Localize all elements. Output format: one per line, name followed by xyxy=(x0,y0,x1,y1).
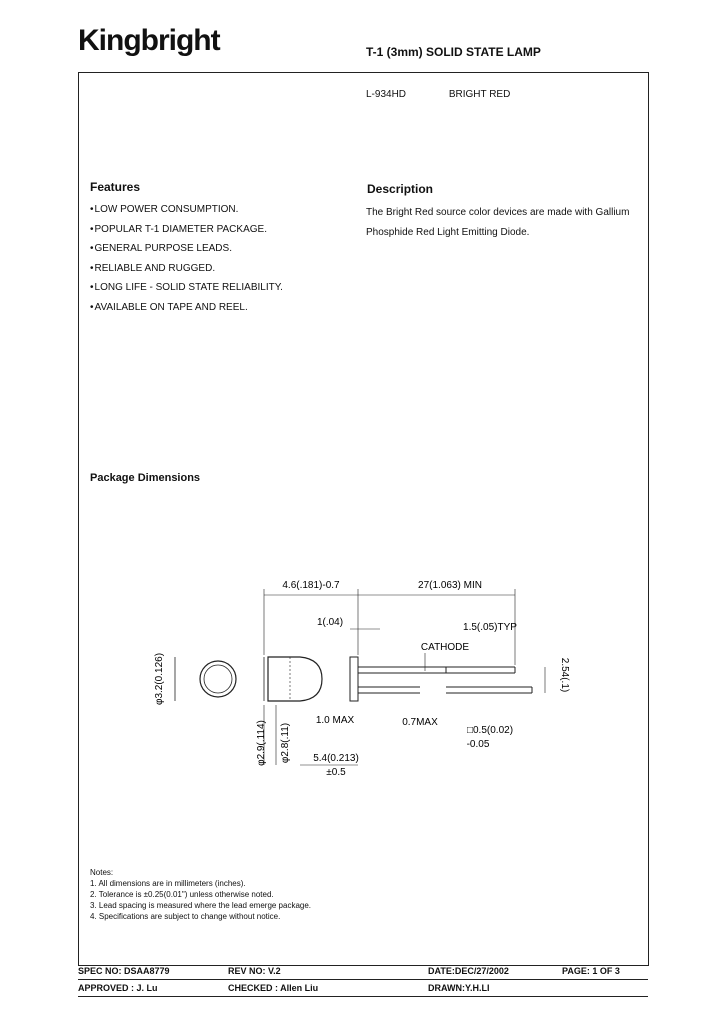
description-heading: Description xyxy=(367,182,434,196)
drawn-by: DRAWN:Y.H.LI xyxy=(428,983,490,993)
footer-row-2: APPROVED : J. Lu CHECKED : Allen Liu DRA… xyxy=(78,983,648,997)
dim-d13: φ2.8(.11) xyxy=(280,723,291,763)
led-body-side xyxy=(267,656,323,702)
part-info: L-934HD BRIGHT RED xyxy=(366,89,510,100)
features-list: LOW POWER CONSUMPTION. POPULAR T-1 DIAME… xyxy=(90,200,283,317)
page-number: PAGE: 1 OF 3 xyxy=(562,966,620,976)
dim-d5: CATHODE xyxy=(421,642,469,653)
dim-d12: φ2.9(.114) xyxy=(256,720,267,766)
dim-d9: □0.5(0.02) xyxy=(467,725,513,736)
dim-d2: 27(1.063) MIN xyxy=(418,580,482,591)
checked-by: CHECKED : Allen Liu xyxy=(228,983,319,993)
note-item: 3. Lead spacing is measured where the le… xyxy=(90,901,312,910)
description-text: The Bright Red source color devices are … xyxy=(366,207,630,238)
front-view-circle xyxy=(199,660,237,698)
dim-d10: -0.05 xyxy=(467,739,490,750)
dim-d4: 1.5(.05)TYP xyxy=(463,622,517,633)
package-heading: Package Dimensions xyxy=(90,472,201,484)
approved-by: APPROVED : J. Lu xyxy=(78,983,158,993)
package-dimension-drawing: φ3.2(0.126) 4.6(.181)-0.7 27(1.063) MIN … xyxy=(154,580,570,775)
notes-section: Notes: 1. All dimensions are in millimet… xyxy=(90,867,311,922)
dim-d6: φ3.2(0.126) xyxy=(154,653,165,705)
dim-d7: 1.0 MAX xyxy=(316,715,355,726)
front-view-inner-circle xyxy=(203,664,233,694)
feature-item: GENERAL PURPOSE LEADS. xyxy=(90,239,283,259)
footer-bottom-divider xyxy=(78,996,648,997)
note-item: 1. All dimensions are in millimeters (in… xyxy=(90,879,246,888)
note-item: 4. Specifications are subject to change … xyxy=(90,912,281,921)
feature-item: AVAILABLE ON TAPE AND REEL. xyxy=(90,298,283,318)
dim-d1: 4.6(.181)-0.7 xyxy=(282,580,340,591)
document-title: T-1 (3mm) SOLID STATE LAMP xyxy=(366,45,541,59)
brand-logo: Kingbright xyxy=(78,24,221,57)
dim-d11: 2.54(.1) xyxy=(559,658,570,692)
notes-heading: Notes: xyxy=(90,868,114,877)
feature-item: LOW POWER CONSUMPTION. xyxy=(90,200,283,220)
feature-item: LONG LIFE - SOLID STATE RELIABILITY. xyxy=(90,278,283,298)
feature-item: POPULAR T-1 DIAMETER PACKAGE. xyxy=(90,220,283,240)
part-color: BRIGHT RED xyxy=(448,89,511,100)
spec-number: SPEC NO: DSAA8779 xyxy=(78,966,170,976)
features-heading: Features xyxy=(90,180,141,194)
feature-item: RELIABLE AND RUGGED. xyxy=(90,259,283,279)
document-date: DATE:DEC/27/2002 xyxy=(428,966,509,976)
dim-d15: ±0.5 xyxy=(326,767,346,775)
datasheet-frame xyxy=(78,72,649,966)
part-number: L-934HD xyxy=(366,89,407,100)
footer-row-1: SPEC NO: DSAA8779 REV NO: V.2 DATE:DEC/2… xyxy=(78,966,648,980)
revision-number: REV NO: V.2 xyxy=(228,966,281,976)
footer-divider xyxy=(78,979,648,980)
dim-d14: 5.4(0.213) xyxy=(313,753,359,764)
dim-d8: 0.7MAX xyxy=(402,717,438,728)
dim-d3: 1(.04) xyxy=(317,617,343,628)
note-item: 2. Tolerance is ±0.25(0.01") unless othe… xyxy=(90,890,274,899)
